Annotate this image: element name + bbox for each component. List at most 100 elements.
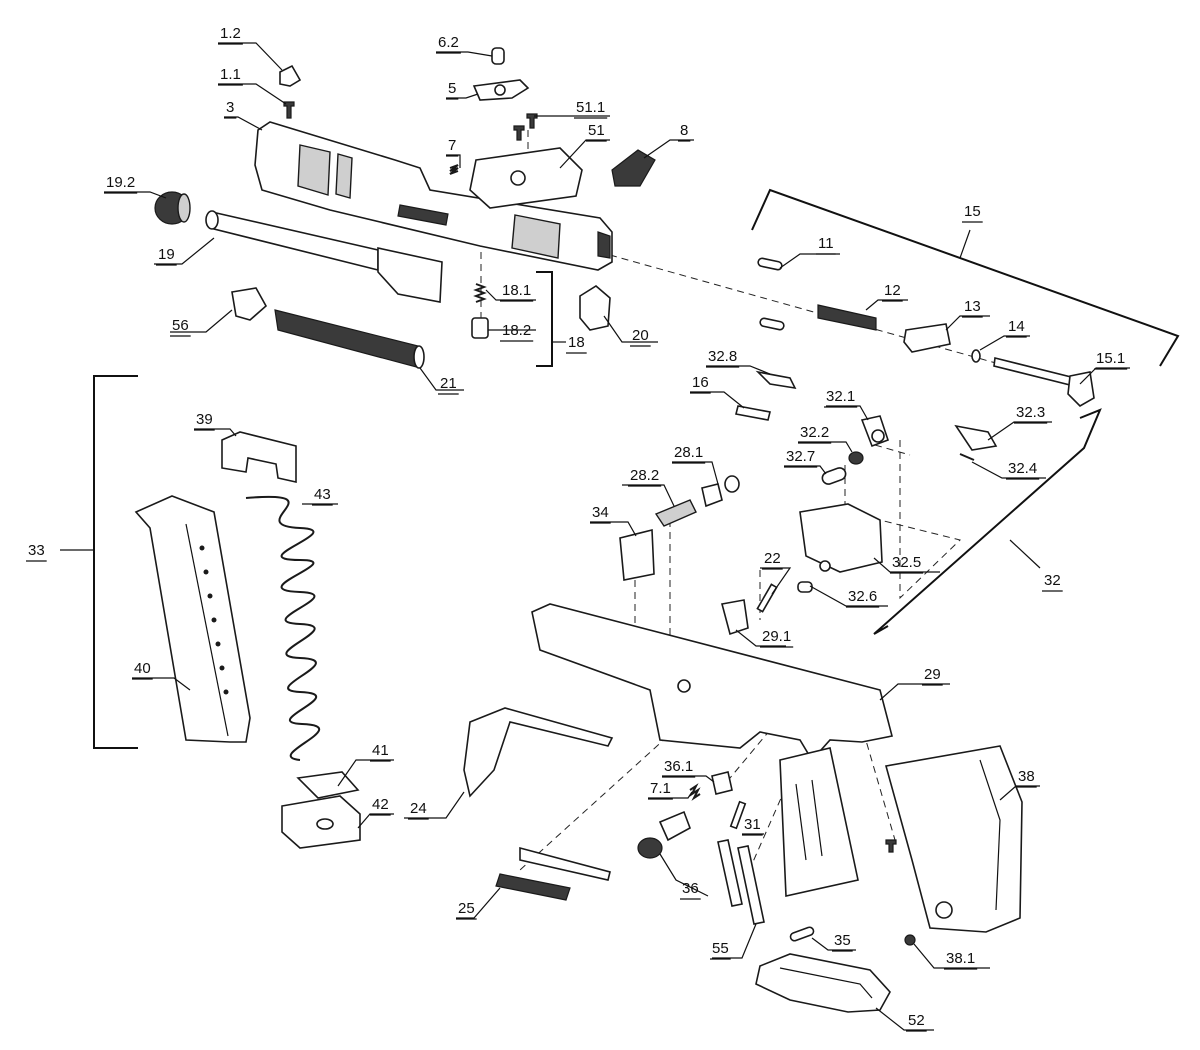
part-40-magazine — [134, 495, 251, 743]
part-5-rear-sight — [472, 79, 530, 101]
part-56-guide-cap — [231, 287, 268, 321]
part-36-button — [637, 810, 691, 859]
label-39: 39 — [196, 411, 213, 428]
part-32-6-pin — [797, 581, 813, 593]
part-32-3-part — [954, 424, 998, 451]
label-36: 36 — [682, 880, 699, 897]
label-43: 43 — [314, 486, 331, 503]
label-32-7: 32.7 — [786, 448, 815, 465]
part-41-plate — [296, 771, 360, 799]
group-bracket-18 — [536, 271, 566, 367]
part-32-2-spring — [848, 451, 864, 465]
part-14-ring — [971, 349, 981, 363]
label-19-2: 19.2 — [106, 174, 135, 191]
label-56: 56 — [172, 317, 189, 334]
mag-witness-holes — [199, 545, 229, 695]
part-21-recoil-spring — [274, 309, 425, 369]
label-24: 24 — [410, 800, 427, 817]
part-24-trigger-bar — [463, 707, 614, 798]
label-28-1: 28.1 — [674, 444, 703, 461]
part-36-1-part — [711, 771, 733, 795]
part-20-housing — [579, 285, 611, 331]
part-19-2-thread-protector — [154, 191, 191, 225]
part-19-barrel — [205, 210, 443, 303]
part-31-pin — [729, 800, 747, 830]
label-42: 42 — [372, 796, 389, 813]
label-18-1: 18.1 — [502, 282, 531, 299]
part-13-striker-housing — [903, 323, 951, 353]
label-6-2: 6.2 — [438, 34, 459, 51]
part-34-clip — [619, 528, 655, 581]
label-36-1: 36.1 — [664, 758, 693, 775]
label-13: 13 — [964, 298, 981, 315]
label-18: 18 — [568, 334, 585, 351]
part-42-base — [281, 795, 361, 849]
label-52: 52 — [908, 1012, 925, 1029]
part-32-4-spring — [959, 453, 975, 461]
label-51: 51 — [588, 122, 605, 139]
label-32-1: 32.1 — [826, 388, 855, 405]
part-18-1-spring — [473, 283, 487, 303]
label-51-1: 51.1 — [576, 99, 605, 116]
part-29-frame — [531, 603, 893, 897]
label-32-6: 32.6 — [848, 588, 877, 605]
part-32-8-lever — [755, 370, 797, 390]
label-55: 55 — [712, 940, 729, 957]
part-11-pin — [757, 257, 783, 271]
part-55-straps — [717, 839, 765, 925]
part-32-1-part — [860, 415, 890, 448]
label-19: 19 — [158, 246, 175, 263]
label-32: 32 — [1044, 572, 1061, 589]
label-1-1: 1.1 — [220, 66, 241, 83]
label-12: 12 — [884, 282, 901, 299]
label-32-4: 32.4 — [1008, 460, 1037, 477]
part-16-spring — [735, 405, 771, 421]
label-34: 34 — [592, 504, 609, 521]
label-29: 29 — [924, 666, 941, 683]
part-28-2-safety — [654, 499, 697, 527]
group-bracket-15 — [751, 188, 1180, 367]
part-1-1-screw — [283, 101, 295, 119]
part-pin-small — [759, 317, 785, 331]
label-28-2: 28.2 — [630, 467, 659, 484]
part-51-optic-plate — [469, 147, 583, 209]
part-29-1-block — [721, 599, 749, 636]
label-3: 3 — [226, 99, 234, 116]
part-51-1-screws — [513, 113, 538, 141]
part-28-1-ring — [701, 475, 740, 508]
label-32-2: 32.2 — [800, 424, 829, 441]
label-32-5: 32.5 — [892, 554, 921, 571]
label-33: 33 — [28, 542, 45, 559]
part-7-spring — [449, 164, 459, 175]
part-labels: 1.2 1.1 3 6.2 5 51.1 51 7 8 19.2 19 15 1… — [26, 25, 1128, 1032]
label-41: 41 — [372, 742, 389, 759]
label-15-1: 15.1 — [1096, 350, 1125, 367]
part-35-pin — [789, 926, 815, 942]
part-12-spring — [817, 304, 877, 331]
label-29-1: 29.1 — [762, 628, 791, 645]
label-35: 35 — [834, 932, 851, 949]
part-22-pin — [756, 583, 778, 613]
part-8-cover — [611, 149, 656, 187]
label-31: 31 — [744, 816, 761, 833]
group-bracket-33 — [60, 375, 138, 749]
part-1-2-front-sight — [279, 64, 302, 87]
part-3-slide — [254, 121, 613, 271]
part-screw-grip — [885, 839, 897, 853]
part-15-1-striker — [993, 357, 1095, 407]
part-25-slide-stop — [495, 846, 611, 901]
label-25: 25 — [458, 900, 475, 917]
part-32-5-housing — [799, 503, 883, 573]
label-15: 15 — [964, 203, 981, 220]
label-22: 22 — [764, 550, 781, 567]
label-20: 20 — [632, 327, 649, 344]
part-52-magwell — [755, 953, 891, 1013]
part-39-follower — [221, 431, 297, 483]
part-43-mag-spring — [245, 495, 321, 761]
part-32-7-pin — [821, 467, 847, 485]
label-32-3: 32.3 — [1016, 404, 1045, 421]
label-11: 11 — [818, 235, 834, 252]
label-14: 14 — [1008, 318, 1025, 335]
label-5: 5 — [448, 80, 456, 97]
